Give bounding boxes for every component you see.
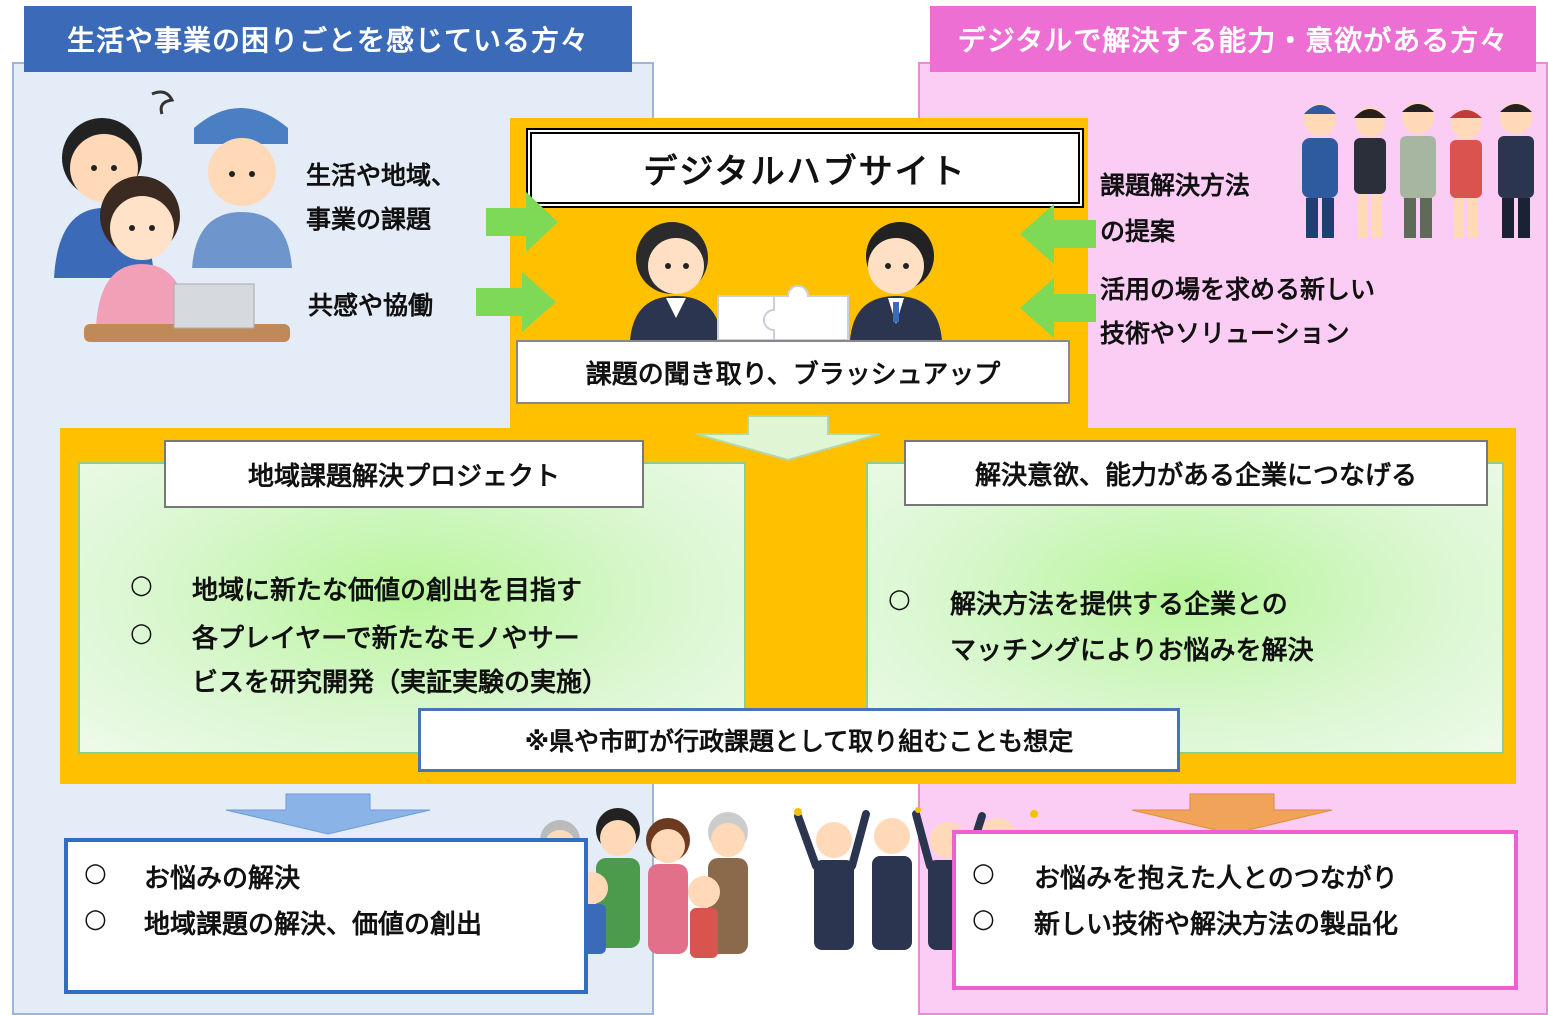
bullet-marker: ○ <box>84 904 107 934</box>
bullet-marker: ○ <box>972 904 995 934</box>
outcome-right-item1: お悩みを抱えた人とのつながり <box>1034 864 1398 894</box>
right-input-line1: 課題解決方法 <box>1100 171 1251 200</box>
left-input-line2: 事業の課題 <box>306 205 432 234</box>
left-header: 生活や事業の困りごとを感じている方々 <box>24 6 632 72</box>
project-left-item2-line2: ビスを研究開発（実証実験の実施） <box>192 668 609 698</box>
project-right-item1-line2: マッチングによりお悩みを解決 <box>950 636 1314 666</box>
arrow-left-icon <box>1020 204 1096 264</box>
project-right-item1-line1: 解決方法を提供する企業との <box>950 590 1288 620</box>
right-input-line4: 技術やソリューション <box>1100 319 1350 348</box>
bullet-marker: ○ <box>130 618 153 648</box>
note-box: ※県や市町が行政課題として取り組むことも想定 <box>418 708 1180 772</box>
project-left-item1: 地域に新たな価値の創出を目指す <box>192 576 583 606</box>
project-right-box <box>866 462 1504 754</box>
worried-family-icon <box>54 90 292 342</box>
bullet-marker: ○ <box>888 584 911 614</box>
hub-subtitle: 課題の聞き取り、ブラッシュアップ <box>516 340 1070 404</box>
left-input-line3: 共感や協働 <box>308 291 434 320</box>
outcome-left-box <box>64 838 588 994</box>
handshake-puzzle-icon <box>630 222 942 341</box>
arrow-down-icon <box>225 793 431 835</box>
workers-group-icon <box>1302 102 1534 238</box>
outcome-left-item1: お悩みの解決 <box>144 864 301 894</box>
right-header: デジタルで解決する能力・意欲がある方々 <box>930 6 1536 72</box>
bullet-marker: ○ <box>972 858 995 888</box>
arrow-down-icon <box>695 415 881 462</box>
bullet-marker: ○ <box>84 858 107 888</box>
outcome-right-box <box>952 830 1518 990</box>
right-input-line3: 活用の場を求める新しい <box>1100 275 1376 304</box>
hub-title: デジタルハブサイト <box>526 128 1084 208</box>
project-right-label: 解決意欲、能力がある企業につなげる <box>904 440 1488 506</box>
outcome-left-item2: 地域課題の解決、価値の創出 <box>144 910 483 940</box>
project-left-box <box>78 462 746 754</box>
project-left-label: 地域課題解決プロジェクト <box>164 440 644 508</box>
arrow-left-icon <box>1020 278 1096 338</box>
arrow-right-icon <box>476 272 556 332</box>
outcome-right-item2: 新しい技術や解決方法の製品化 <box>1034 910 1399 940</box>
left-input-line1: 生活や地域、 <box>306 161 457 190</box>
right-input-line2: の提案 <box>1100 217 1176 246</box>
project-left-item2-line1: 各プレイヤーで新たなモノやサー <box>192 624 580 654</box>
bullet-marker: ○ <box>130 570 153 600</box>
arrow-down-icon <box>1131 793 1333 835</box>
arrow-right-icon <box>486 192 558 252</box>
